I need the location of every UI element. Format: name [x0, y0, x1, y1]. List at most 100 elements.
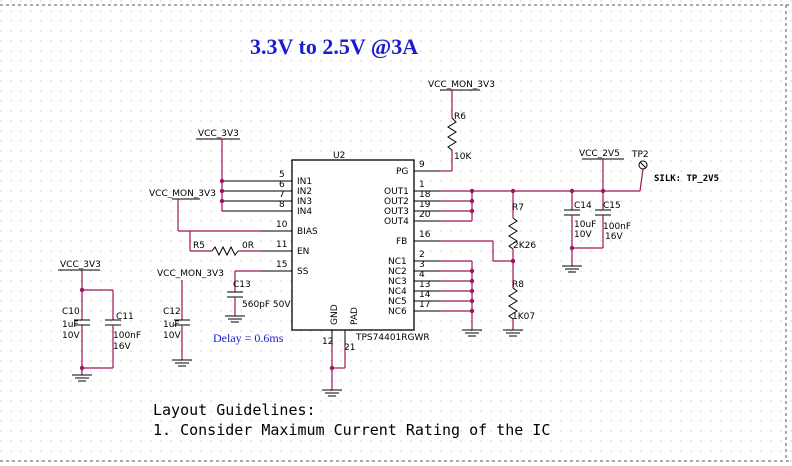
c10-value: 1uF — [62, 320, 79, 330]
net-label-vcc-mon-bias: VCC_MON_3V3 — [149, 189, 216, 199]
pin-num-in1: 5 — [279, 170, 285, 180]
pin-num-nc2: 3 — [419, 260, 425, 270]
input-caps-c10-c11: VCC_3V3 — [58, 260, 114, 382]
pin-num-in3: 7 — [279, 190, 285, 200]
pin-name-out4: OUT4 — [384, 217, 409, 227]
pin-name-in2: IN2 — [297, 187, 312, 197]
guidelines-item-1: 1. Consider Maximum Current Rating of th… — [153, 421, 550, 439]
input-net: VCC_3V3 — [196, 129, 240, 211]
c11-voltage: 16V — [113, 342, 131, 352]
ic-body — [291, 159, 415, 331]
pin-name-out2: OUT2 — [384, 197, 409, 207]
r8-value: 1K07 — [512, 312, 535, 322]
capacitor-c12[interactable]: C12 1uF 10V — [163, 280, 192, 367]
test-point-tp2[interactable]: TP2 SILK: TP_2V5 — [631, 150, 719, 192]
net-label-vcc-3v3-left: VCC_3V3 — [60, 260, 101, 270]
r5-value: 0R — [242, 241, 254, 251]
pin-num-nc5: 14 — [419, 290, 431, 300]
schematic-title: 3.3V to 2.5V @3A — [250, 34, 418, 59]
capacitor-c15[interactable]: C15 100nF 16V — [569, 191, 631, 251]
c14-ref: C14 — [574, 201, 592, 211]
pin-name-nc3: NC3 — [388, 277, 407, 287]
pin-num-out4: 1 — [419, 180, 425, 190]
resistor-r6[interactable]: VCC_MON_3V3 R6 10K — [428, 80, 495, 172]
r5-ref: R5 — [193, 241, 205, 251]
pin-num-pg: 9 — [419, 160, 425, 170]
ss-net: VCC_MON_3V3 — [157, 269, 224, 279]
pin-num-nc3: 4 — [419, 270, 425, 280]
fb-net — [440, 240, 516, 264]
pin-num-fb: 16 — [419, 230, 431, 240]
capacitor-c14[interactable]: C14 10uF 10V — [562, 191, 596, 273]
delay-note: Delay = 0.6ms — [213, 331, 284, 345]
pin-num-bias: 10 — [276, 220, 288, 230]
pin-num-out3: 20 — [419, 210, 431, 220]
c11-ref: C11 — [116, 312, 134, 322]
c14-voltage: 10V — [574, 230, 592, 240]
c15-value: 100nF — [603, 222, 631, 232]
pin-num-ss: 15 — [276, 260, 287, 270]
c14-value: 10uF — [574, 220, 596, 230]
pin-num-in2: 6 — [279, 180, 285, 190]
c13-ref: C13 — [233, 280, 251, 290]
pin-name-out3: OUT3 — [384, 207, 409, 217]
c10-voltage: 10V — [62, 331, 80, 341]
pin-num-nc4: 13 — [419, 280, 430, 290]
pin-name-nc1: NC1 — [388, 257, 407, 267]
pin-name-nc2: NC2 — [388, 267, 407, 277]
r7-value: 2K26 — [513, 241, 536, 251]
c15-ref: C15 — [603, 201, 621, 211]
ic-part-number: TPS74401RGWR — [355, 333, 430, 343]
pin-num-pad: 21 — [344, 343, 355, 353]
pin-name-pg: PG — [396, 167, 408, 177]
capacitor-c13[interactable]: C13 560pF 50V — [225, 270, 291, 323]
tp2-ref: TP2 — [631, 150, 649, 160]
capacitor-c11[interactable]: C11 100nF 16V — [105, 312, 141, 352]
pin-name-pad: PAD — [350, 307, 360, 325]
c13-value: 560pF 50V — [242, 300, 291, 310]
c12-voltage: 10V — [163, 331, 181, 341]
net-label-vcc-mon-ss: VCC_MON_3V3 — [157, 269, 224, 279]
pin-num-gnd: 12 — [322, 337, 333, 347]
nc-ground-net — [440, 260, 482, 337]
ic-ground — [322, 346, 346, 397]
pin-num-nc1: 2 — [419, 250, 425, 260]
resistor-r5[interactable]: R5 0R — [189, 231, 262, 257]
pin-name-out1: OUT1 — [384, 187, 409, 197]
pin-num-out1: 18 — [419, 190, 431, 200]
pin-name-bias: BIAS — [297, 227, 318, 237]
pin-name-nc5: NC5 — [388, 297, 407, 307]
c12-value: 1uF — [163, 320, 180, 330]
pin-name-ss: SS — [297, 267, 309, 277]
resistor-r7[interactable]: R7 2K26 — [508, 191, 536, 261]
pin-num-en: 11 — [276, 240, 287, 250]
c15-voltage: 16V — [605, 232, 623, 242]
c10-ref: C10 — [62, 307, 80, 317]
pin-name-in1: IN1 — [297, 177, 312, 187]
pin-name-gnd: GND — [330, 304, 340, 325]
pin-num-out2: 19 — [419, 200, 431, 210]
net-label-vcc-mon-top: VCC_MON_3V3 — [428, 80, 495, 90]
pin-name-nc6: NC6 — [388, 307, 407, 317]
capacitor-c10[interactable]: C10 1uF 10V — [62, 307, 90, 341]
pin-name-fb: FB — [396, 237, 407, 247]
tp2-silk: SILK: TP_2V5 — [654, 174, 719, 184]
net-label-vcc-2v5: VCC_2V5 — [579, 149, 620, 159]
pin-num-in4: 8 — [279, 200, 285, 210]
pin-name-in3: IN3 — [297, 197, 312, 207]
r6-ref: R6 — [454, 112, 466, 122]
guidelines-heading: Layout Guidelines: — [153, 401, 316, 419]
resistor-r8[interactable]: R8 1K07 — [503, 261, 535, 337]
pin-name-nc4: NC4 — [388, 287, 407, 297]
r8-ref: R8 — [512, 280, 524, 290]
pin-name-en: EN — [297, 247, 309, 257]
net-label-vcc-3v3-top: VCC_3V3 — [198, 129, 239, 139]
r6-value: 10K — [454, 152, 472, 162]
test-point-icon — [638, 160, 648, 170]
r7-ref: R7 — [512, 203, 524, 213]
pin-name-in4: IN4 — [297, 207, 312, 217]
pin-num-nc6: 17 — [419, 300, 430, 310]
bias-net: VCC_MON_3V3 — [149, 189, 262, 232]
ic-u2[interactable]: U2 TPS74401RGWR 5 6 7 8 10 11 15 IN1 IN2… — [222, 151, 440, 353]
